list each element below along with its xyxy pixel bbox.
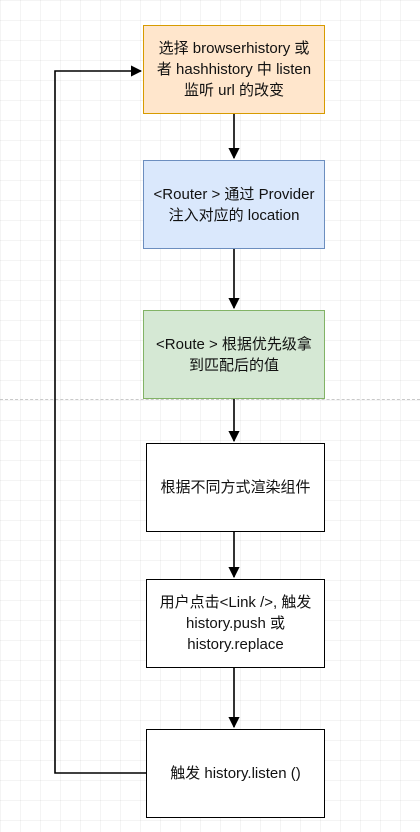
node-history-listen: 触发 history.listen ()	[146, 729, 325, 818]
edge-n6-n1-loop	[54, 65, 146, 774]
node-route-match: <Route > 根据优先级拿到匹配后的值	[143, 310, 325, 399]
node-router-provider-label: <Router > 通过 Provider 注入对应的 location	[153, 185, 315, 224]
node-route-match-label: <Route > 根据优先级拿到匹配后的值	[156, 335, 312, 374]
node-router-provider: <Router > 通过 Provider 注入对应的 location	[143, 160, 325, 249]
node-render-component-label: 根据不同方式渲染组件	[160, 479, 311, 496]
node-click-link-label: 用户点击<Link />, 触发history.push 或 history.r…	[159, 594, 312, 653]
node-select-history: 选择 browserhistory 或者 hashhistory 中 liste…	[143, 25, 325, 114]
node-render-component: 根据不同方式渲染组件	[146, 443, 325, 532]
node-history-listen-label: 触发 history.listen ()	[170, 765, 301, 782]
node-select-history-label: 选择 browserhistory 或者 hashhistory 中 liste…	[156, 40, 312, 99]
node-click-link: 用户点击<Link />, 触发history.push 或 history.r…	[146, 579, 325, 668]
dashed-divider	[0, 399, 420, 400]
